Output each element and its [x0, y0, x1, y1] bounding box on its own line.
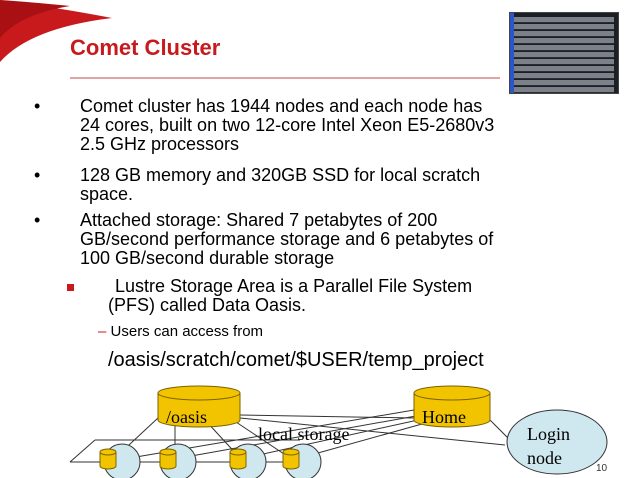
compute-node — [99, 443, 141, 478]
sub-bullet-line-2: (PFS) called Data Oasis. — [108, 295, 307, 315]
login-node-ellipse — [506, 409, 608, 475]
home-label: Home — [422, 407, 466, 427]
local-storage-label: local storage — [258, 424, 349, 444]
bullet-marker: • — [34, 165, 41, 185]
oasis-label: /oasis — [166, 407, 207, 427]
bullet-1-line-1: Comet cluster has 1944 nodes and each no… — [80, 96, 483, 116]
bullet-2-line-2: space. — [80, 184, 134, 204]
square-bullet-marker — [67, 284, 74, 291]
bullet-1-line-2: 24 cores, built on two 12-core Intel Xeo… — [80, 115, 495, 135]
bullet-3-line-1: Attached storage: Shared 7 petabytes of … — [80, 210, 438, 230]
oasis-path: /oasis/scratch/comet/$USER/temp_project — [108, 349, 484, 371]
corner-decoration — [0, 0, 112, 62]
dash-marker: – — [98, 323, 107, 340]
dash-item: – Users can access from — [98, 323, 263, 340]
title-divider — [70, 77, 500, 79]
sub-bullet-line-1: Lustre Storage Area is a Parallel File S… — [115, 276, 473, 296]
slide-title: Comet Cluster — [70, 35, 221, 60]
server-rack-image — [509, 12, 619, 94]
login-node-label-line-2: node — [527, 448, 562, 468]
dash-item-text: Users can access from — [110, 323, 264, 340]
bullet-2-line-1: 128 GB memory and 320GB SSD for local sc… — [80, 165, 481, 185]
oasis-storage-cylinder — [157, 385, 241, 428]
compute-node — [159, 443, 197, 478]
bullet-1-line-3: 2.5 GHz processors — [80, 134, 240, 154]
compute-node — [229, 443, 267, 478]
bullet-3-line-2: GB/second performance storage and 6 peta… — [80, 229, 494, 249]
page-number: 10 — [596, 463, 608, 474]
bullet-marker: • — [34, 210, 41, 230]
login-node-label-line-1: Login — [527, 424, 570, 444]
bullet-3-line-3: 100 GB/second durable storage — [80, 248, 335, 268]
home-storage-cylinder — [413, 385, 491, 428]
compute-node — [282, 443, 322, 478]
bullet-marker: • — [34, 96, 41, 116]
